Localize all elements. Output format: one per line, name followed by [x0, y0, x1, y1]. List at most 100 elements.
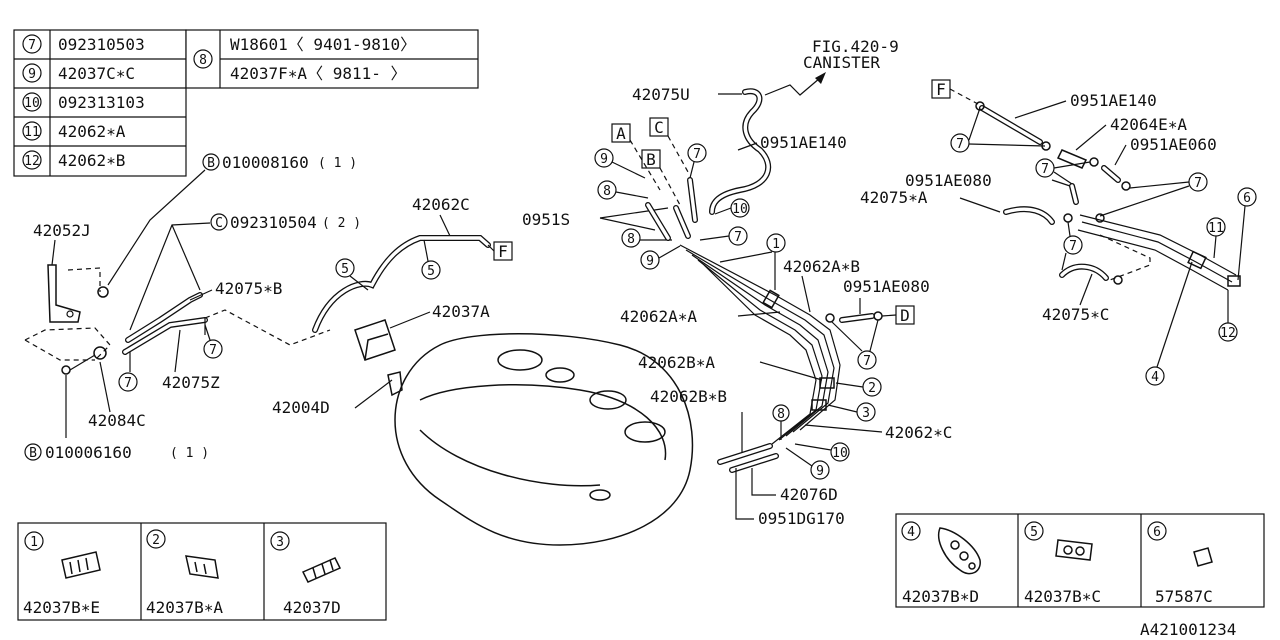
table-row-num: 11: [24, 125, 40, 140]
legend-part: 42037B∗E: [23, 598, 100, 617]
box-letter-A: A: [616, 124, 626, 143]
bracket-part: [47, 264, 81, 323]
callout-7: 7: [209, 343, 217, 358]
label-42037A: 42037A: [432, 302, 490, 321]
bolt-letter: B: [207, 156, 215, 171]
label-0951AE140-right: 0951AE140: [1070, 91, 1157, 110]
clamp-part-icon: [1055, 539, 1093, 561]
legend-part: 42037B∗A: [146, 598, 223, 617]
legend-num: 3: [276, 535, 284, 550]
bolt-part: 010008160: [222, 153, 309, 172]
label-42075C: 42075∗C: [1042, 305, 1109, 324]
fuel-tank: [394, 333, 694, 546]
callout-7: 7: [956, 137, 964, 152]
legend-num: 2: [152, 533, 160, 548]
legend-num: 6: [1153, 525, 1161, 540]
label-42075B: 42075∗B: [215, 279, 282, 298]
table-row-num: 9: [28, 67, 36, 82]
label-0951AE060: 0951AE060: [1130, 135, 1217, 154]
fig-reference: FIG.420-9: [812, 37, 899, 56]
bolt-part: 010006160: [45, 443, 132, 462]
label-0951AE140: 0951AE140: [760, 133, 847, 152]
legend-part: 42037B∗D: [902, 587, 979, 606]
table-group-num: 8: [199, 53, 207, 68]
label-0951S: 0951S: [522, 210, 570, 229]
bolt-callouts: B 010008160 ( 1 ) C 092310504 ( 2 ) B 01…: [24, 153, 361, 462]
right-hose-assembly: F 0951AE140 7 42064E∗A 0951AE060 7 0951A…: [860, 79, 1257, 386]
label-42084C: 42084C: [88, 411, 146, 430]
callout-2: 2: [868, 381, 876, 396]
table-row-part: 42037C∗C: [58, 64, 135, 83]
label-42062BB: 42062B∗B: [650, 387, 727, 406]
callout-11: 11: [1208, 221, 1224, 236]
callout-5: 5: [427, 264, 435, 279]
legend-num: 1: [30, 535, 38, 550]
legend-right: 4 42037B∗D 5 42037B∗C 6 57587C: [895, 513, 1265, 608]
label-42075A: 42075∗A: [860, 188, 928, 207]
legend-num: 5: [1030, 525, 1038, 540]
box-letter-C: C: [654, 118, 664, 137]
callout-8: 8: [603, 184, 611, 199]
table-group-part: 42037F∗A〈 9811- 〉: [230, 64, 407, 83]
callout-1: 1: [772, 237, 780, 252]
box-letter-D: D: [900, 306, 910, 325]
left-bracket-assembly: 42052J 42075∗B 42075Z 42084C: [24, 221, 331, 430]
bolt-qty: ( 1 ): [318, 156, 357, 171]
label-42052J: 42052J: [33, 221, 91, 240]
legend-part: 57587C: [1155, 587, 1213, 606]
legend-part: 42037D: [283, 598, 341, 617]
fuel-tank-assembly: 42037A 42004D: [272, 302, 694, 546]
table-row-num: 12: [24, 154, 40, 169]
table-row-part: 092313103: [58, 93, 145, 112]
callout-9: 9: [600, 152, 608, 167]
clip-part-icon: [1193, 547, 1213, 567]
bolt-part: 092310504: [230, 213, 317, 232]
label-42062AA: 42062A∗A: [620, 307, 697, 326]
callout-9: 9: [646, 254, 654, 269]
clamp-part-icon: [61, 551, 101, 579]
callout-3: 3: [862, 406, 870, 421]
clip-part-icon: [93, 346, 107, 360]
label-42064EA: 42064E∗A: [1110, 115, 1187, 134]
callout-6: 6: [1243, 191, 1251, 206]
label-0951AE080: 0951AE080: [843, 277, 930, 296]
table-row-part: 42062∗B: [58, 151, 125, 170]
callout-7: 7: [124, 376, 132, 391]
label-42062BA: 42062B∗A: [638, 353, 715, 372]
canister-reference: CANISTER: [803, 53, 880, 72]
callout-12: 12: [1220, 326, 1236, 341]
legend-left: 1 42037B∗E 2 42037B∗A 3 42037D: [17, 522, 387, 621]
callout-5: 5: [341, 262, 349, 277]
bolt-qty: ( 2 ): [322, 216, 361, 231]
label-42076D: 42076D: [780, 485, 838, 504]
bolt-letter: C: [215, 216, 223, 231]
clamp-part-icon: [938, 527, 981, 575]
line-42062C: 42062C 5 5 F: [312, 195, 513, 333]
label-42075U: 42075U: [632, 85, 690, 104]
table-row-num: 7: [28, 38, 36, 53]
part-number-table: 7 092310503 9 42037C∗C 10 092313103 11 4…: [13, 29, 479, 177]
callout-9: 9: [816, 464, 824, 479]
label-42004D: 42004D: [272, 398, 330, 417]
bolt-part-icon: [97, 286, 109, 298]
box-letter-F: F: [498, 242, 508, 261]
callout-4: 4: [1151, 370, 1159, 385]
label-42075Z: 42075Z: [162, 373, 220, 392]
callout-10: 10: [732, 202, 748, 217]
label-0951DG170: 0951DG170: [758, 509, 845, 528]
legend-num: 4: [907, 525, 915, 540]
callout-7: 7: [1041, 162, 1049, 177]
legend-part: 42037B∗C: [1024, 587, 1101, 606]
clamp-part-icon: [185, 555, 219, 579]
label-0951AE080-right: 0951AE080: [905, 171, 992, 190]
table-row-part: 42062∗A: [58, 122, 126, 141]
clamp-42037A: [354, 319, 396, 361]
center-tube-bundle: FIG.420-9 CANISTER 42075U 0951AE140 A C …: [522, 37, 952, 528]
callout-7: 7: [734, 230, 742, 245]
label-42062AB: 42062A∗B: [783, 257, 860, 276]
bolt-qty: ( 1 ): [170, 446, 209, 461]
table-row-part: 092310503: [58, 35, 145, 54]
callout-7: 7: [693, 147, 701, 162]
bolt-part-icon: [61, 365, 71, 375]
